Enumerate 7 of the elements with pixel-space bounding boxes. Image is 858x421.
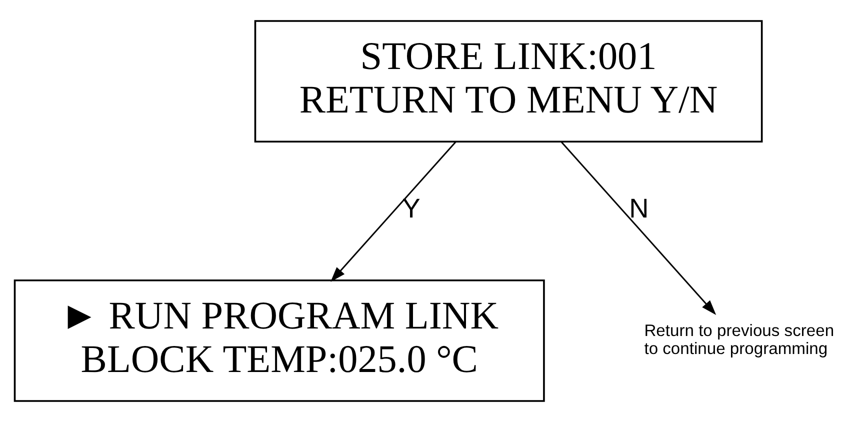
arrow [560,140,716,315]
node-box: STORE LINK:001 RETURN TO MENU Y/N [254,20,763,142]
edge-label: N [629,192,649,224]
arrow [330,140,457,282]
node-box: ► RUN PROGRAM LINK BLOCK TEMP:025.0 °C [14,278,545,402]
edge-label: Y [402,192,420,224]
node-text: Return to previous screen to continue programming [644,320,834,358]
